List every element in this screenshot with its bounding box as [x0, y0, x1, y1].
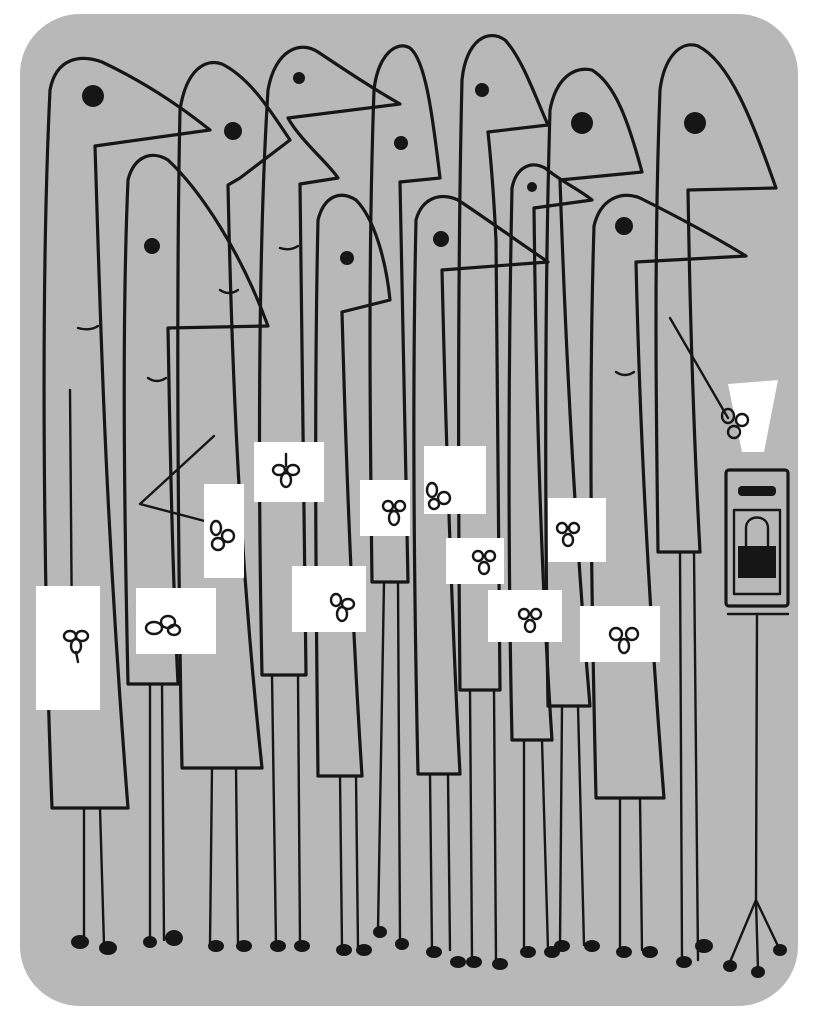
- ballot-slot: [738, 486, 776, 496]
- ballot-5: [292, 566, 366, 632]
- ballots: [36, 380, 778, 710]
- flower-marks: [62, 407, 750, 664]
- ballot-box: [723, 468, 790, 978]
- bird-7: [314, 193, 392, 956]
- ballot-1: [36, 586, 100, 710]
- padlock-icon: [738, 516, 776, 578]
- bird-6-wing: [138, 434, 218, 526]
- ballot-11: [580, 606, 660, 662]
- bird-14: [654, 43, 778, 968]
- bird-14-wing: [668, 316, 730, 420]
- ballot-9: [488, 590, 562, 642]
- bird-6: [122, 153, 270, 948]
- bird-8: [544, 67, 644, 952]
- ballot-4: [254, 442, 324, 502]
- bird-4: [368, 44, 442, 950]
- bird-10: [507, 163, 594, 958]
- bird-1: [42, 56, 212, 955]
- ballot-7: [424, 446, 486, 514]
- tripod-stand: [728, 612, 780, 972]
- bird-5: [457, 34, 550, 970]
- bird-3: [257, 45, 402, 952]
- ballot-6: [360, 480, 410, 536]
